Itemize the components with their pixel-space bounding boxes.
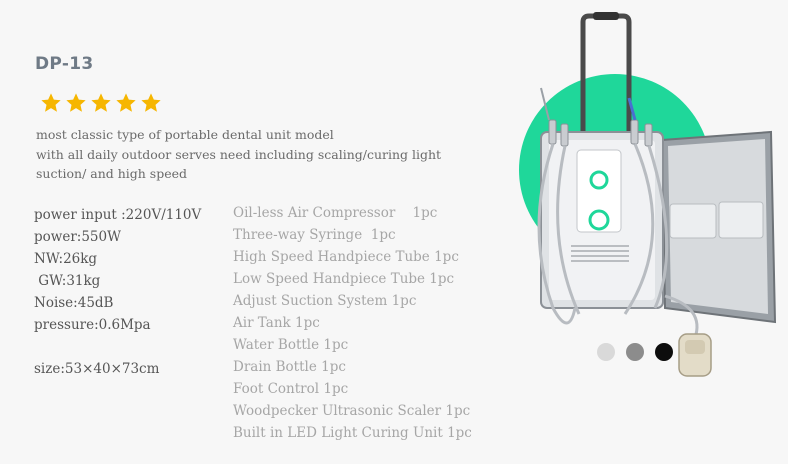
star-icon [141, 93, 161, 112]
spec-pressure: pressure:0.6Mpa [34, 317, 151, 333]
star-rating [40, 92, 162, 114]
included-item: Woodpecker Ultrasonic Scaler 1pc [233, 403, 471, 419]
star-icon [66, 93, 86, 112]
spec-noise: Noise:45dB [34, 295, 114, 311]
product-image [519, 12, 777, 377]
description-line: suction/ and high speed [36, 166, 188, 181]
included-item: Adjust Suction System 1pc [233, 293, 417, 309]
product-description: most classic type of portable dental uni… [36, 125, 506, 184]
color-swatches [597, 343, 673, 361]
spec-spacer [34, 336, 201, 358]
included-item: Low Speed Handpiece Tube 1pc [233, 271, 455, 287]
included-item: Drain Bottle 1pc [233, 359, 346, 375]
spec-power: power:550W [34, 229, 121, 245]
star-icon [41, 93, 61, 112]
product-title: DP-13 [35, 54, 94, 74]
included-item: Air Tank 1pc [233, 315, 320, 331]
included-item: Foot Control 1pc [233, 381, 349, 397]
included-item: Water Bottle 1pc [233, 337, 349, 353]
spec-power-input: power input :220V/110V [34, 207, 202, 223]
included-item: High Speed Handpiece Tube 1pc [233, 249, 459, 265]
included-item: Three-way Syringe 1pc [233, 227, 396, 243]
swatch-gray[interactable] [626, 343, 644, 361]
description-line: with all daily outdoor serves need inclu… [36, 146, 442, 162]
star-icon [91, 93, 111, 112]
star-icon [116, 93, 136, 112]
swatch-black[interactable] [655, 343, 673, 361]
included-items-list: Oil-less Air Compressor 1pc Three-way Sy… [233, 202, 472, 444]
spec-size: size:53×40×73cm [34, 361, 160, 377]
spec-list: power input :220V/110V power:550W NW:26k… [34, 204, 201, 380]
description-line: most classic type of portable dental uni… [36, 127, 334, 142]
swatch-light-gray[interactable] [597, 343, 615, 361]
spec-net-weight: NW:26kg [34, 251, 98, 267]
spec-gross-weight: GW:31kg [34, 273, 101, 289]
included-item: Oil-less Air Compressor 1pc [233, 205, 438, 221]
included-item: Built in LED Light Curing Unit 1pc [233, 425, 472, 441]
